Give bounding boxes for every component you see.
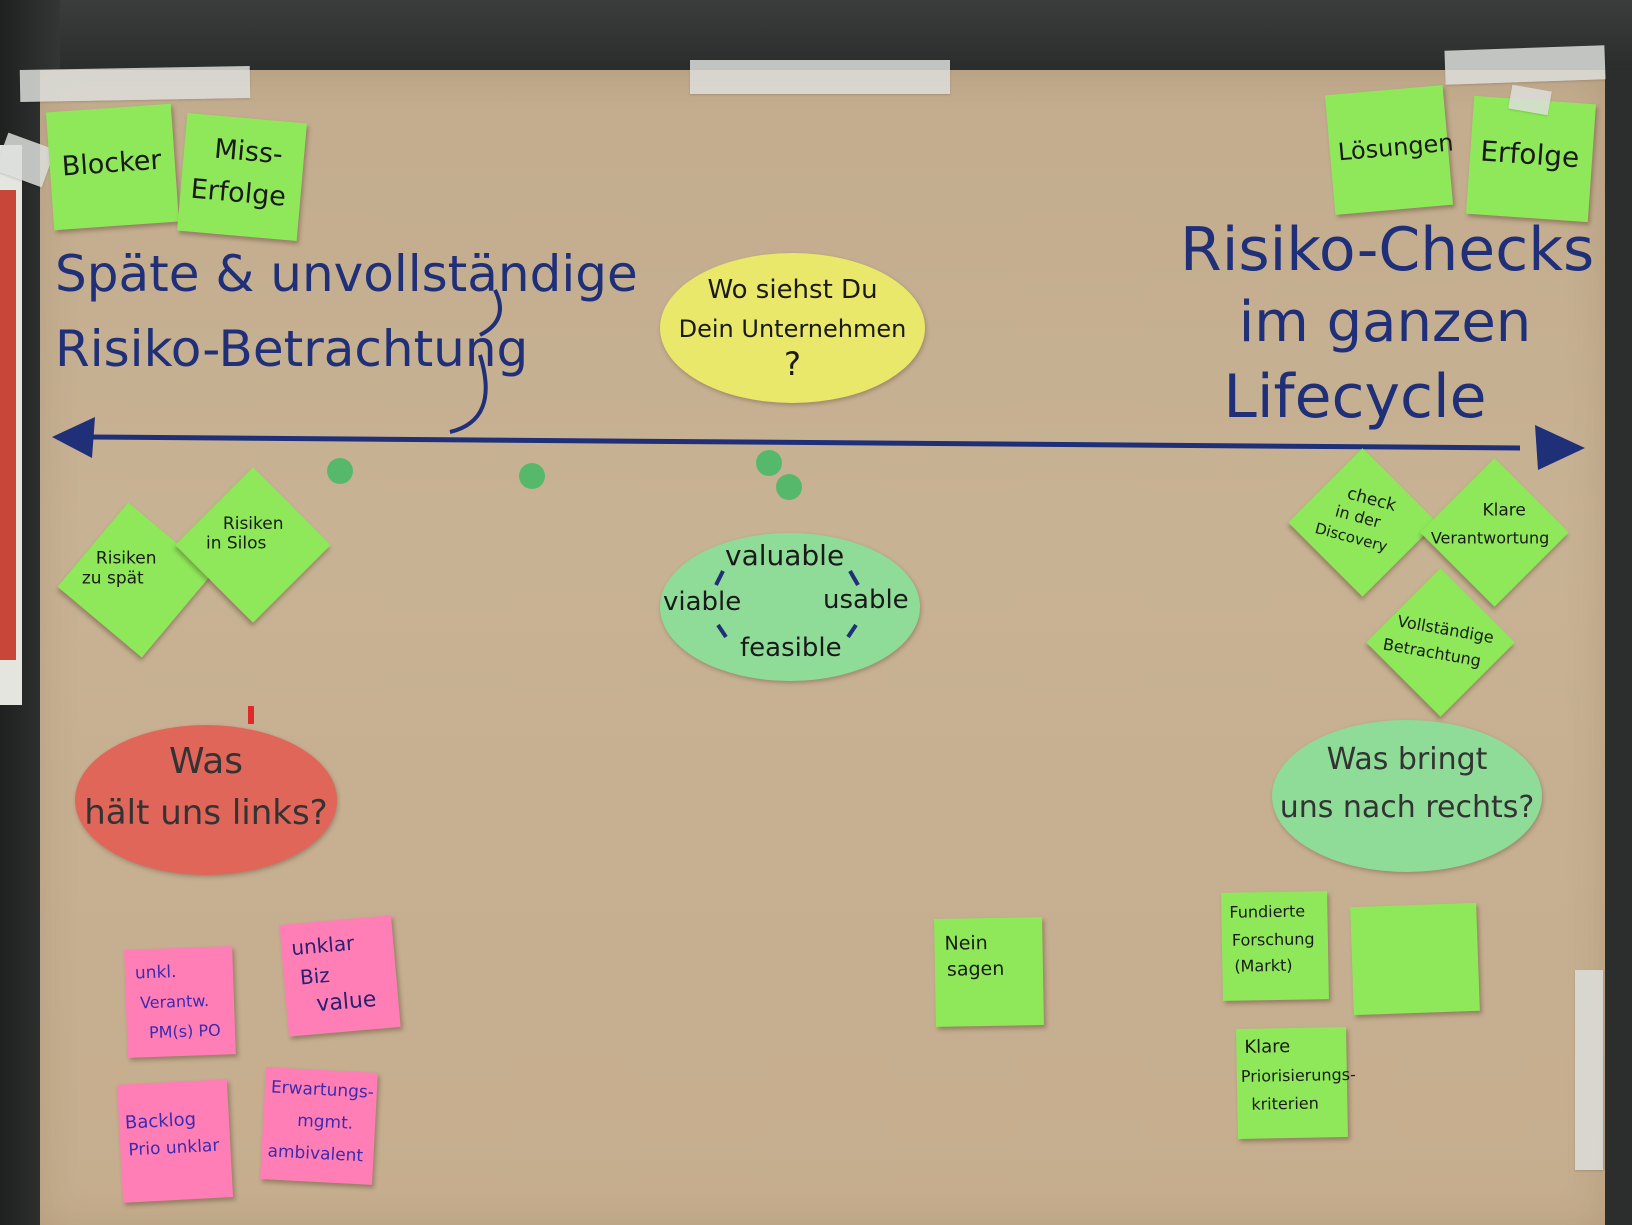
question-ellipse-left: Was hält uns links? [75,725,337,875]
right-title-line2: im ganzen [1238,290,1532,355]
sticky-note-erwartungsmanagement: Erwartungs- mgmt. ambivalent [260,1067,378,1185]
sticky-note-unklare-verantwortung: unkl. Verantw. PM(s) PO [124,946,236,1058]
risk-diamond-ellipse: valuable viable usable feasible [660,533,920,681]
note-text-line3: value [315,986,378,1018]
note-text-line2: zu spät [81,568,144,589]
note-text-line1: Risiken [95,548,157,569]
left-title-line2: Risiko-Betrachtung [55,320,529,378]
note-text-line1: Fundierte [1229,901,1306,922]
green-dot-icon [327,458,353,484]
note-text-line2: Biz [298,962,331,990]
green-dot-icon [756,450,782,476]
sticky-note-fundierte-forschung: Fundierte Forschung (Markt) [1221,891,1329,1001]
note-text-line2: Verantwortung [1430,528,1550,548]
left-question-line2: hält uns links? [84,793,328,833]
sticky-note-blank [1350,902,1480,1016]
note-text-line1: Erwartungs- [270,1077,375,1103]
note-text-line2: Forschung [1231,929,1315,950]
wall-left-red-paper [0,190,16,660]
tape-top-center [690,60,950,94]
left-title-line1: Späte & unvollständige [55,245,638,303]
sticky-note-nein-sagen: Nein sagen [934,917,1044,1027]
center-question-line1: Wo siehst Du [707,275,878,305]
note-text-line2: in Silos [205,533,267,554]
note-text-line2: sagen [946,957,1005,981]
note-text-line2: Prio unklar [127,1135,220,1161]
risk-viable: viable [663,587,742,617]
note-text-line2: Verantw. [139,990,210,1013]
sticky-note-unklar-biz-value: unklar Biz value [279,915,401,1037]
center-question-line2: Dein Unternehmen [678,315,907,343]
note-text-line3: (Markt) [1234,955,1293,976]
note-text-line2: Priorisierungs- [1240,1064,1356,1086]
left-question-line1: Was [168,741,244,782]
risk-usable: usable [823,585,909,615]
risk-feasible: feasible [740,633,842,663]
center-question-line3: ? [784,345,801,383]
red-pin-icon [248,706,254,724]
sticky-note-klare-priorisierung: Klare Priorisierungs- kriterien [1236,1027,1356,1139]
sticky-note-backlog-prio: Backlog Prio unklar [116,1079,234,1203]
note-text-line1: Klare [1244,1036,1291,1058]
note-text-line3: PM(s) PO [148,1020,221,1043]
question-ellipse-center: Wo siehst Du Dein Unternehmen ? [660,253,925,403]
note-text-line3: ambivalent [267,1141,364,1167]
note-text-line1: Backlog [124,1108,197,1134]
tape-right-edge [1575,970,1603,1170]
right-title-line3: Lifecycle [1223,362,1487,432]
green-dot-icon [776,474,802,500]
green-dot-icon [519,463,545,489]
note-text-line2: mgmt. [296,1110,354,1134]
diamond-dash-lines [714,570,860,639]
risk-valuable: valuable [725,539,845,572]
right-title-line1: Risiko-Checks [1180,215,1595,285]
wall-top [0,0,1632,70]
note-text-line1: unkl. [134,962,177,984]
note-text-line3: kriterien [1251,1093,1319,1114]
note-text-line1: unklar [290,930,356,961]
note-text-line1: Klare [1482,500,1526,521]
note-text-line1: Risiken [222,513,284,534]
right-question-line1: Was bringt [1326,742,1488,777]
right-question-line2: uns nach rechts? [1279,790,1535,825]
note-text-line1: Nein [944,932,988,955]
question-ellipse-right: Was bringt uns nach rechts? [1272,720,1542,872]
